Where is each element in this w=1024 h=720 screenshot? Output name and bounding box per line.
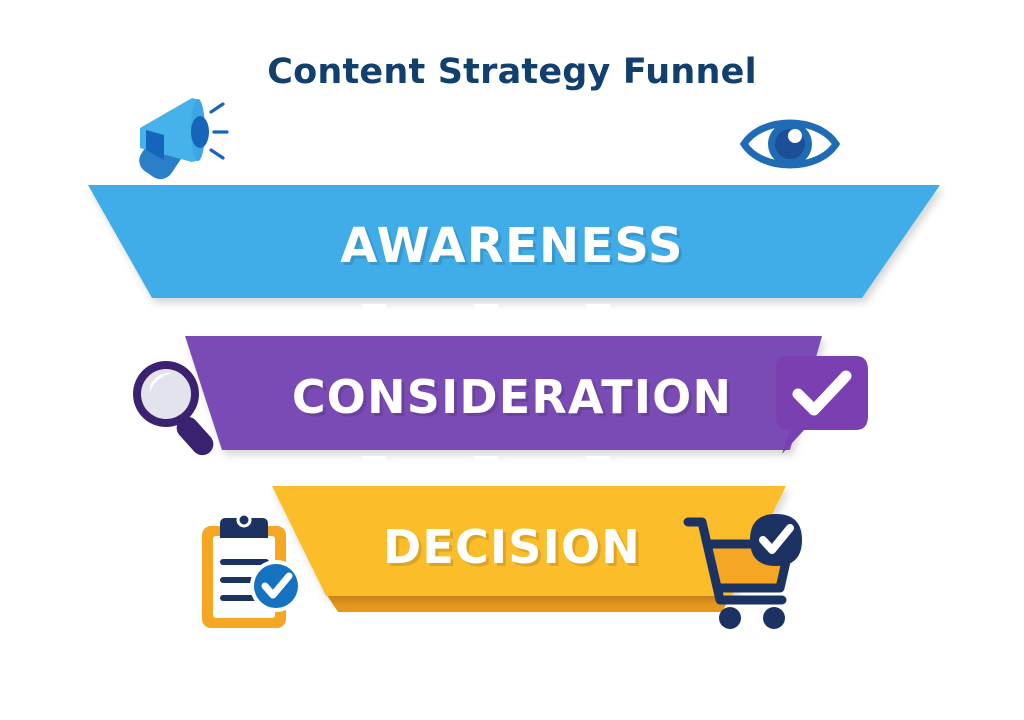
megaphone-band bbox=[146, 130, 164, 160]
down-arrow-icon bbox=[464, 304, 508, 342]
down-arrow-icon bbox=[352, 304, 396, 342]
megaphone-icon bbox=[118, 88, 229, 188]
speech-bubble-check-icon bbox=[770, 350, 870, 460]
clipboard-clip-ring bbox=[236, 512, 252, 528]
magnifier-icon bbox=[124, 352, 230, 460]
eye-outline bbox=[739, 119, 841, 169]
magnifier-glare bbox=[150, 372, 172, 392]
awareness-shadow-band bbox=[150, 296, 862, 318]
stage-label-awareness: AWARENESS bbox=[340, 218, 684, 274]
awareness-body bbox=[88, 185, 940, 298]
eye-icon bbox=[739, 108, 841, 180]
decision-shadow-band bbox=[326, 594, 732, 612]
down-arrow-icon bbox=[576, 456, 620, 494]
cart-basket-outline bbox=[703, 539, 795, 593]
funnel-stage-consideration[interactable] bbox=[185, 336, 822, 470]
connector-consideration-to-decision bbox=[352, 456, 620, 494]
cart-wheel-left bbox=[719, 607, 741, 629]
check-mark-icon bbox=[792, 370, 852, 416]
magnifier-handle bbox=[176, 416, 214, 456]
clipboard-check-icon bbox=[196, 512, 312, 632]
funnel-stage-decision[interactable] bbox=[272, 486, 786, 660]
cart-wheel-right bbox=[763, 607, 785, 629]
down-arrow-icon bbox=[576, 304, 620, 342]
megaphone-nozzle bbox=[191, 116, 209, 148]
funnel-stage-awareness[interactable] bbox=[88, 185, 940, 318]
stage-label-consideration: CONSIDERATION bbox=[291, 370, 733, 424]
consideration-shadow-band bbox=[224, 448, 790, 470]
consideration-body bbox=[185, 336, 822, 450]
cart-handle bbox=[683, 517, 787, 605]
magnifier-lens bbox=[141, 369, 191, 419]
eye-highlight bbox=[788, 129, 802, 143]
check-mark-icon bbox=[759, 524, 794, 554]
decision-body bbox=[272, 486, 786, 596]
down-arrow-icon bbox=[464, 456, 508, 494]
stage-label-decision: DECISION bbox=[383, 520, 641, 574]
check-badge bbox=[254, 564, 298, 608]
down-arrow-icon bbox=[352, 456, 396, 494]
decision-cone bbox=[337, 598, 722, 660]
connector-awareness-to-consideration bbox=[352, 304, 620, 342]
shopping-cart-check-icon bbox=[683, 508, 804, 630]
check-mark-icon bbox=[261, 572, 293, 599]
megaphone-sound-lines bbox=[209, 102, 229, 160]
clipboard-clip bbox=[220, 518, 268, 538]
page-title: Content Strategy Funnel bbox=[267, 52, 757, 92]
